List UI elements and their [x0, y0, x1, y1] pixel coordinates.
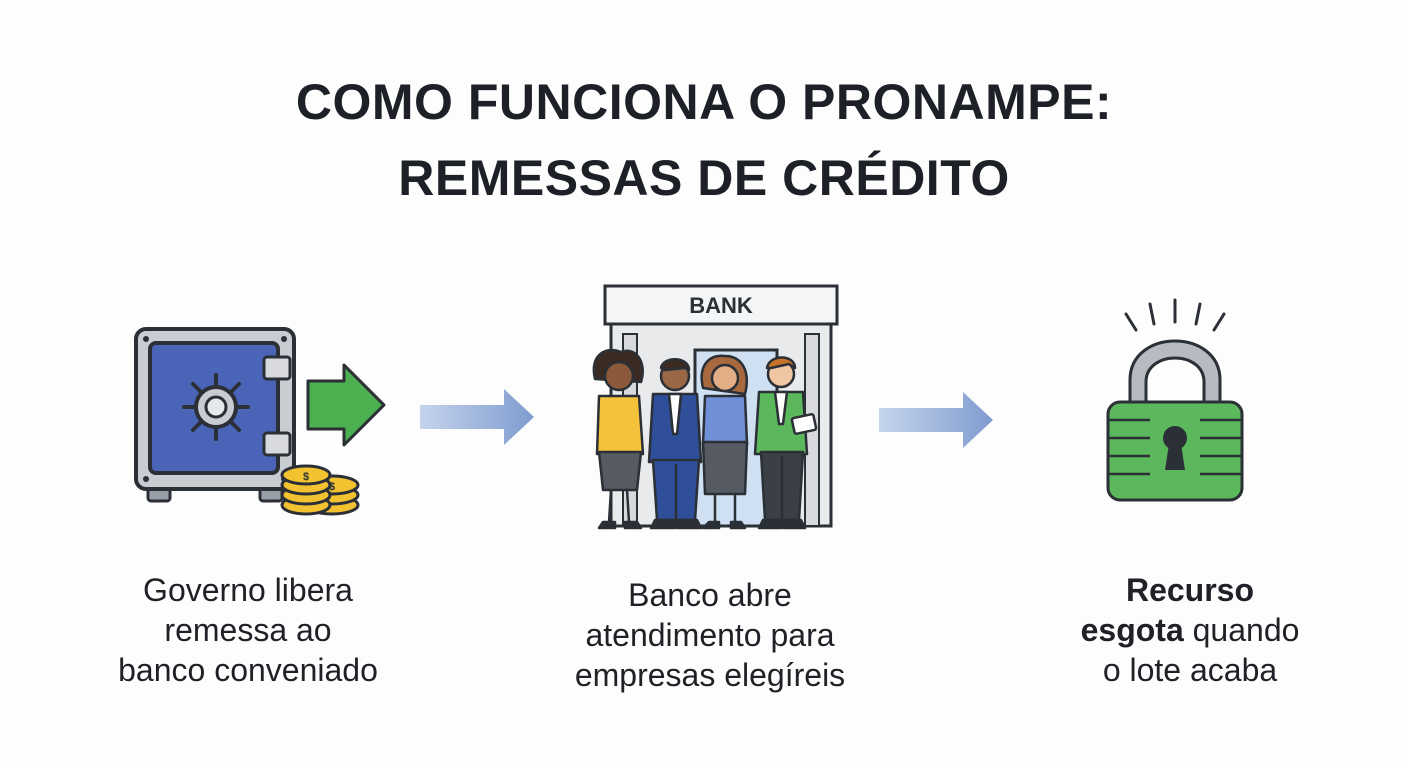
- step-1-caption-line-2: remessa ao: [164, 612, 332, 648]
- padlock-icon: [1106, 298, 1244, 502]
- safe-icon: $ $: [134, 327, 386, 516]
- step-2-caption-line-1: Banco abre: [628, 577, 792, 613]
- step-1-caption: Governo libera remessa ao banco convenia…: [78, 570, 418, 690]
- page-title-line-1: COMO FUNCIONA O PRONAMPE:: [295, 74, 1113, 130]
- step-2-caption: Banco abre atendimento para empresas ele…: [540, 575, 880, 695]
- flow-arrow-1: [420, 389, 534, 445]
- step-2-caption-line-3: empresas elegíreis: [574, 657, 846, 693]
- step-3-caption-bold-word: esgota: [1080, 612, 1184, 648]
- step-3-caption-line-3: o lote acaba: [1102, 652, 1278, 688]
- step-3-caption-line-2: esgota quando: [1030, 610, 1350, 650]
- svg-text:$: $: [303, 471, 309, 483]
- step-3-caption-line-1: Recurso: [1125, 572, 1255, 608]
- step-3-caption-rest: quando: [1183, 612, 1300, 648]
- bank-icon: BANK: [592, 284, 839, 530]
- flow-arrow-2: [879, 392, 993, 448]
- step-3-caption: Recurso esgota quando o lote acaba: [1030, 570, 1350, 690]
- step-2-caption-line-2: atendimento para: [585, 617, 835, 653]
- svg-text:$: $: [329, 481, 335, 493]
- page-title-line-2: REMESSAS DE CRÉDITO: [398, 150, 1010, 206]
- step-1-caption-line-1: Governo libera: [143, 572, 353, 608]
- step-1-caption-line-3: banco conveniado: [118, 652, 378, 688]
- bank-sign: BANK: [689, 293, 753, 318]
